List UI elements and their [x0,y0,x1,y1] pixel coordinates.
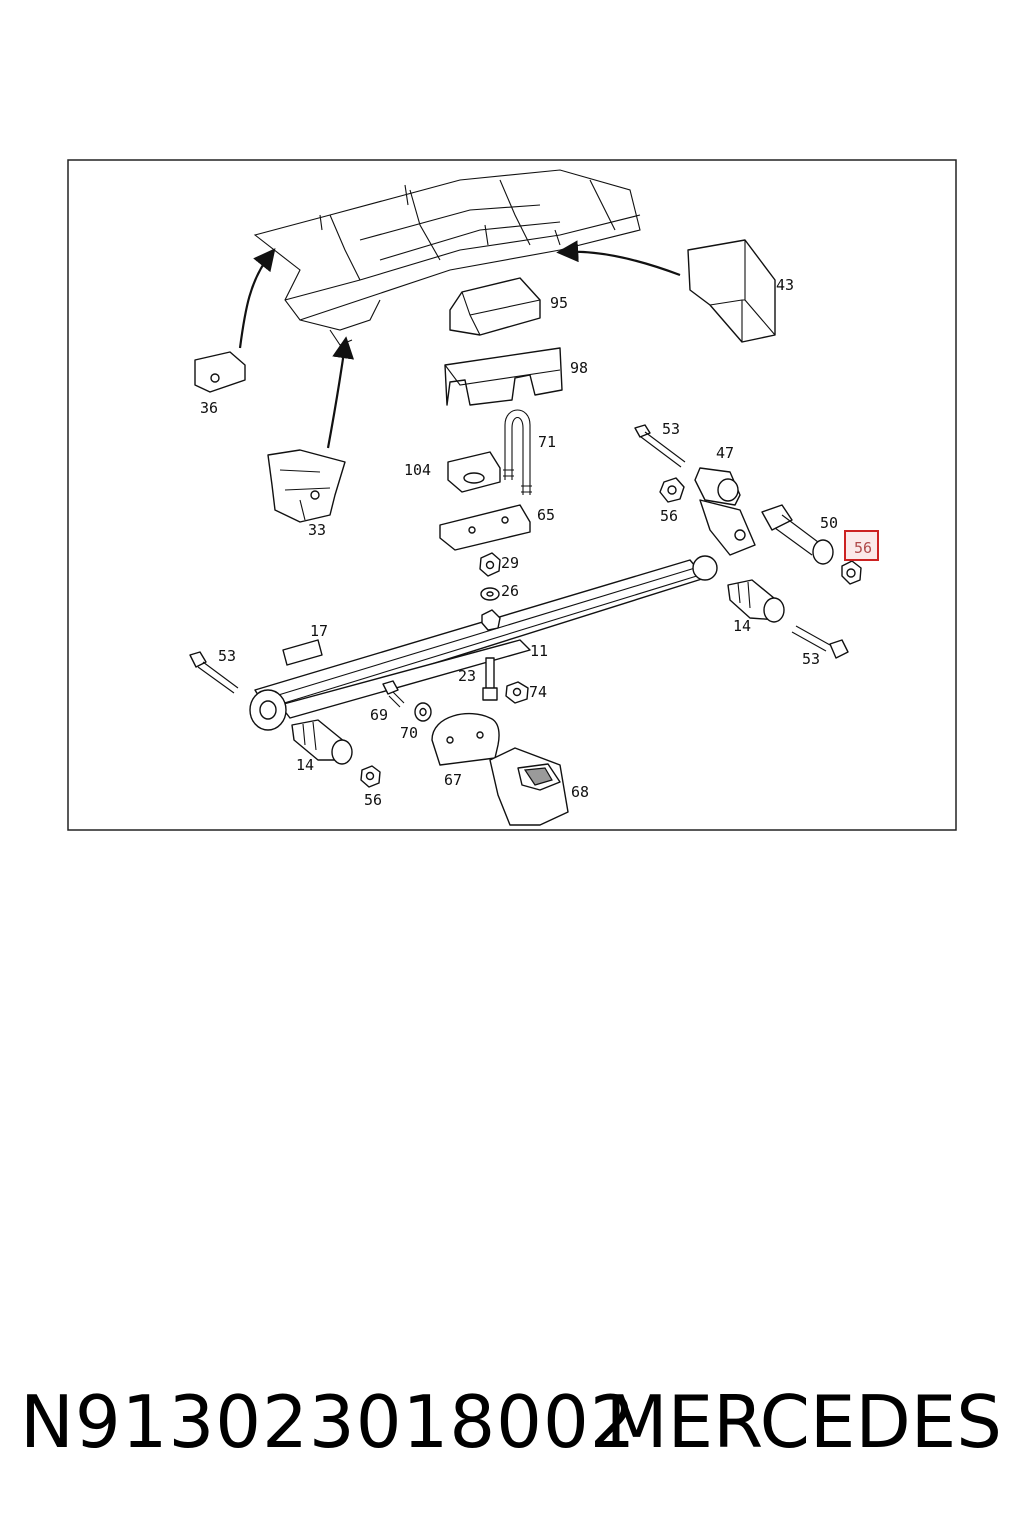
part-26-washer [480,587,500,601]
part-43-bracket [687,239,776,343]
part-70-washer [414,702,432,722]
callout-26: 26 [501,582,519,600]
part-56-nut-highlighted[interactable] [841,560,862,585]
callout-56-highlighted[interactable]: 56 [854,539,872,557]
part-74-nut [505,681,529,704]
callout-71: 71 [538,433,556,451]
callout-65: 65 [537,506,555,524]
callout-56-highlight-box[interactable] [844,530,879,561]
part-67-cap [431,712,500,766]
part-65-plate [439,504,531,551]
callout-53-right: 53 [802,650,820,668]
part-104-wedge [447,451,501,493]
callout-56-bottom: 56 [364,791,382,809]
part-29-nut [479,552,501,577]
diagram-frame-border [67,159,957,831]
callout-68: 68 [571,783,589,801]
part-53-bolt-left [189,651,239,694]
part-53-bolt-right [791,625,849,659]
part-17-pad [282,639,323,666]
part-14-bushing-left [291,719,353,765]
callout-104: 104 [404,461,431,479]
part-95-pad [449,277,541,336]
callout-14-right: 14 [733,617,751,635]
callout-17: 17 [310,622,328,640]
part-53-bolt-top [634,424,686,468]
arrow-36 [238,248,276,349]
arrow-33 [326,336,355,449]
callout-69: 69 [370,706,388,724]
callout-53-left: 53 [218,647,236,665]
part-number: N913023018002 [20,1380,637,1464]
callout-74: 74 [529,683,547,701]
part-71-u-bolt [503,409,532,495]
brand-name: MERCEDES [605,1380,1002,1464]
part-56-nut-bottom [360,765,381,788]
callout-47: 47 [716,444,734,462]
chassis-frame [253,169,641,346]
part-69-screw [382,680,405,708]
callout-14-left: 14 [296,756,314,774]
callout-36: 36 [200,399,218,417]
callout-56-top: 56 [660,507,678,525]
part-68-axle-bracket [489,747,569,826]
parts-diagram: 95 43 98 36 71 53 47 104 56 65 50 56 33 … [67,159,957,831]
part-14-bushing-right [727,579,785,623]
callout-67: 67 [444,771,462,789]
callout-70: 70 [400,724,418,742]
part-56-nut-top [659,477,685,503]
callout-53-top: 53 [662,420,680,438]
callout-98: 98 [570,359,588,377]
callout-50: 50 [820,514,838,532]
part-36-bracket [194,351,246,393]
part-33-bracket [267,449,346,523]
callout-43: 43 [776,276,794,294]
part-11-leaf-spring [249,555,718,731]
arrow-43 [556,240,681,277]
part-23-bolt [482,657,498,701]
part-47-shackle [694,467,756,556]
callout-23: 23 [458,667,476,685]
part-50-bushing [761,504,834,565]
callout-33: 33 [308,521,326,539]
footer: N913023018002 MERCEDES [0,1372,1024,1472]
part-98-bracket [444,347,563,406]
callout-11: 11 [530,642,548,660]
callout-95: 95 [550,294,568,312]
callout-29: 29 [501,554,519,572]
